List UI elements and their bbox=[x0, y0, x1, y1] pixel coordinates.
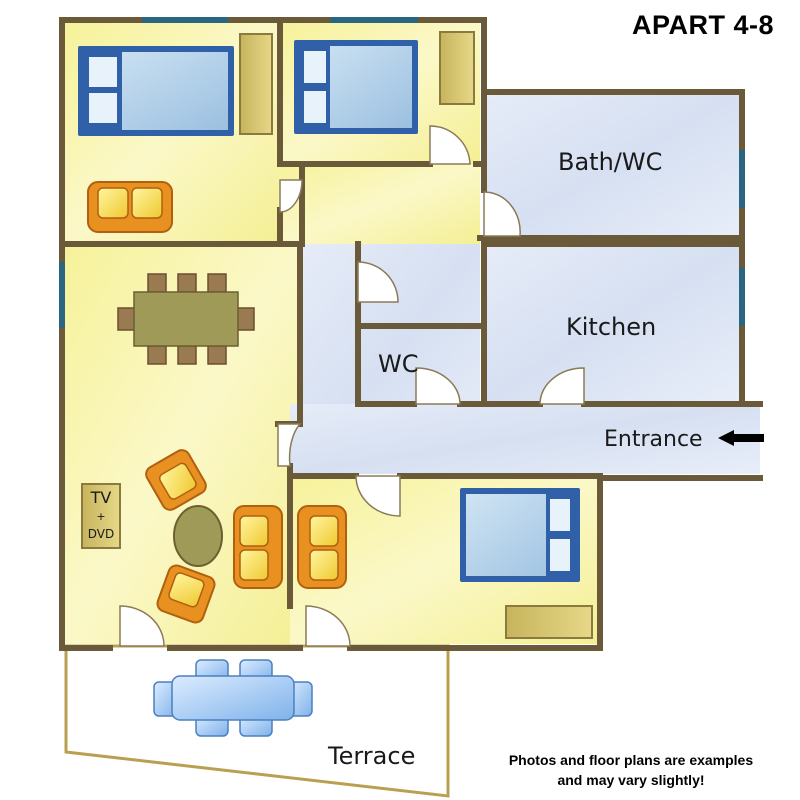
terrace-label: Terrace bbox=[327, 742, 415, 770]
tv-plus-label: + bbox=[96, 510, 105, 523]
armchair-2 bbox=[156, 564, 216, 624]
entrance-arrow-icon bbox=[718, 430, 764, 446]
disclaimer-line-2: and may vary slightly! bbox=[557, 772, 705, 788]
bath-label: Bath/WC bbox=[558, 148, 662, 176]
wardrobe-1 bbox=[239, 33, 273, 135]
wardrobe-3 bbox=[505, 605, 593, 639]
tv-unit bbox=[81, 483, 121, 549]
kitchen-floor bbox=[484, 246, 740, 402]
terrace-table-set bbox=[153, 659, 313, 737]
hallway-floor bbox=[278, 164, 480, 244]
bath-floor bbox=[484, 92, 740, 242]
bed-1 bbox=[78, 46, 234, 136]
sofa-living bbox=[233, 505, 283, 589]
wc-label: WC bbox=[378, 350, 419, 378]
door-wc bbox=[415, 367, 461, 405]
tv-label: TV bbox=[90, 488, 112, 507]
door-living bbox=[277, 423, 302, 467]
bed-3 bbox=[460, 488, 580, 582]
windows bbox=[59, 17, 745, 328]
dining-set bbox=[117, 273, 255, 365]
kitchen-label: Kitchen bbox=[566, 313, 656, 341]
entrance-floor bbox=[290, 404, 760, 474]
door-wc-upper bbox=[357, 261, 399, 303]
wardrobe-2 bbox=[439, 31, 475, 105]
doors bbox=[119, 125, 585, 647]
entrance-label: Entrance bbox=[604, 427, 703, 452]
dvd-label: DVD bbox=[88, 527, 114, 541]
door-terrace-2 bbox=[305, 605, 351, 647]
disclaimer-line-1: Photos and floor plans are examples bbox=[508, 752, 754, 768]
door-hall-bedroom1 bbox=[279, 179, 303, 213]
disclaimer: Photos and floor plans are examples and … bbox=[470, 750, 792, 790]
door-bath bbox=[483, 191, 521, 237]
sofa-bedroom3 bbox=[297, 505, 347, 589]
door-bedroom2 bbox=[429, 125, 471, 165]
coffee-table bbox=[173, 505, 223, 567]
door-bedroom3 bbox=[355, 475, 401, 517]
door-terrace-1 bbox=[119, 605, 165, 647]
sofa-1 bbox=[87, 181, 173, 233]
bed-2 bbox=[294, 40, 418, 134]
armchair-1 bbox=[145, 449, 207, 511]
door-kitchen bbox=[539, 367, 585, 405]
page-title: APART 4-8 bbox=[631, 10, 774, 40]
